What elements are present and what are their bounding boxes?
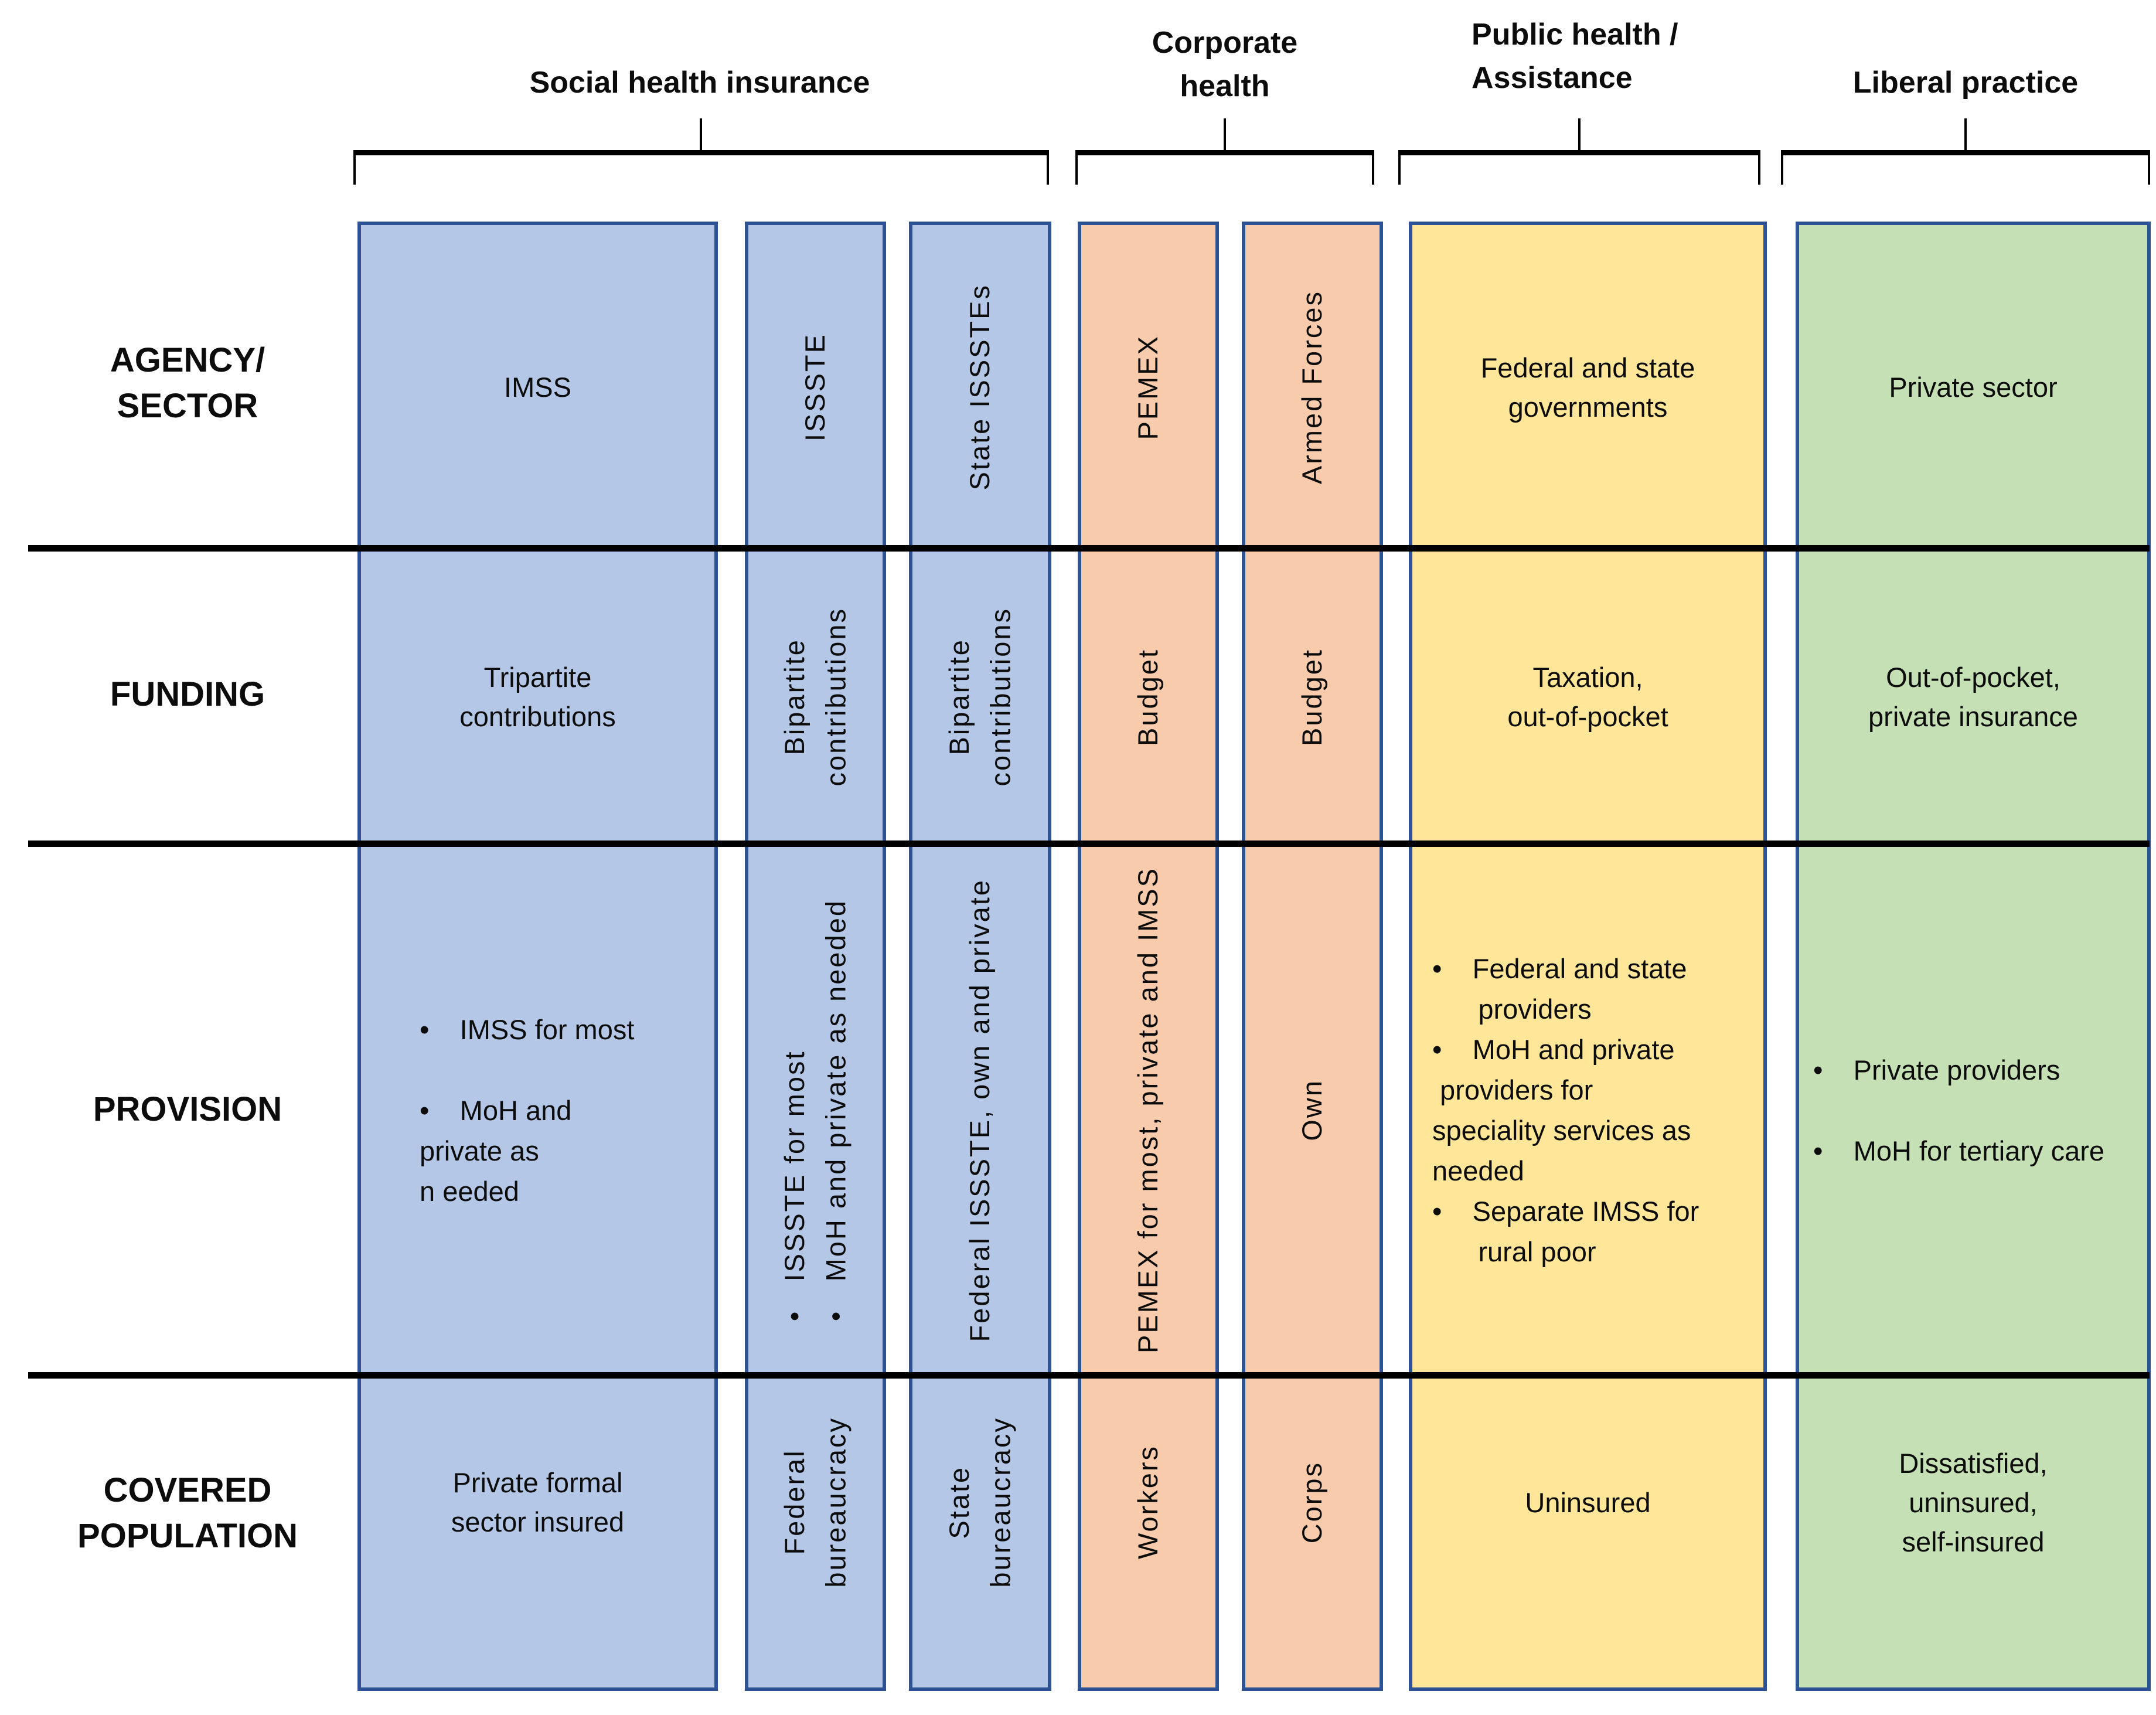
row-label-funding: FUNDING <box>110 675 265 713</box>
vertical-text: Armed Forces <box>1296 290 1328 485</box>
bracket-tick-right <box>1758 155 1760 185</box>
bracket-stem <box>700 118 702 150</box>
cell-imss-funding: Tripartite contributions <box>459 662 616 732</box>
bracket-bar <box>1781 150 2150 155</box>
cell-governments-funding: Taxation, out-of-pocket <box>1507 662 1668 732</box>
bracket-bar <box>1075 150 1374 155</box>
column-imss: IMSS Tripartite contributions • IMSS for… <box>357 222 718 1691</box>
cell-governments-agency: Federal and state governments <box>1480 352 1695 423</box>
bracket-tick-left <box>353 155 356 185</box>
bracket-stem <box>1578 118 1581 150</box>
cell-state-issstes-provision: Federal ISSSTE, own and private <box>912 845 1048 1376</box>
column-state-issstes: State ISSSTEs Bipartite contributions Fe… <box>909 222 1051 1691</box>
cell-pemex-provision: PEMEX for most, private and IMSS <box>1081 845 1215 1376</box>
cell-governments-provision: • Federal and state providers • MoH and … <box>1432 953 1699 1267</box>
row-separator-3 <box>28 1372 2150 1379</box>
vertical-text: State ISSSTEs <box>964 284 996 491</box>
bracket-tick-right <box>2148 155 2150 185</box>
cell-pemex-covered: Workers <box>1081 1376 1215 1687</box>
cell-private-sector-agency: Private sector <box>1889 372 2058 403</box>
bracket-bar <box>1398 150 1760 155</box>
vertical-text: Bipartite contributions <box>779 607 851 787</box>
row-label-provision: PROVISION <box>93 1090 282 1128</box>
bracket-tick-right <box>1047 155 1049 185</box>
group-header-social-health-insurance: Social health insurance <box>529 66 870 100</box>
cell-imss-covered: Private formal sector insured <box>451 1467 625 1537</box>
cell-armed-forces-funding: Budget <box>1245 549 1380 845</box>
vertical-text: Bipartite contributions <box>944 607 1016 787</box>
cell-private-sector-provision: • Private providers • MoH for tertiary c… <box>1813 1054 2105 1166</box>
cell-imss-provision: • IMSS for most • MoH and private as n e… <box>420 1013 635 1207</box>
cell-armed-forces-covered: Corps <box>1245 1376 1380 1687</box>
vertical-text: Corps <box>1296 1461 1328 1544</box>
vertical-text: ISSSTE <box>799 332 831 442</box>
cell-state-issstes-funding: Bipartite contributions <box>912 549 1048 845</box>
cell-issste-agency: ISSSTE <box>748 225 883 549</box>
group-header-corporate-health: Corporate health <box>1152 26 1298 103</box>
cell-governments-covered: Uninsured <box>1525 1486 1651 1518</box>
vertical-text: Workers <box>1132 1445 1164 1560</box>
cell-issste-provision: • ISSSTE for most • MoH and private as n… <box>748 845 883 1376</box>
row-label-covered-population: COVERED POPULATION <box>77 1471 298 1555</box>
bracket-tick-left <box>1781 155 1783 185</box>
row-separator-2 <box>28 841 2150 847</box>
cell-armed-forces-provision: Own <box>1245 845 1380 1376</box>
bracket-bar <box>353 150 1049 155</box>
vertical-text: PEMEX <box>1132 334 1164 440</box>
column-pemex: PEMEX Budget PEMEX for most, private and… <box>1078 222 1219 1691</box>
vertical-text: State bureaucracy <box>944 1417 1016 1588</box>
bracket-stem <box>1964 118 1967 150</box>
vertical-text: Budget <box>1132 648 1164 746</box>
bracket-stem <box>1224 118 1226 150</box>
cell-private-sector-covered: Dissatisfied, uninsured, self-insured <box>1899 1447 2048 1557</box>
cell-pemex-agency: PEMEX <box>1081 225 1215 549</box>
row-separator-1 <box>28 545 2150 552</box>
cell-armed-forces-agency: Armed Forces <box>1245 225 1380 549</box>
cell-pemex-funding: Budget <box>1081 549 1215 845</box>
cell-issste-covered: Federal bureaucracy <box>748 1376 883 1687</box>
vertical-text: • ISSSTE for most • MoH and private as n… <box>779 899 851 1322</box>
vertical-text: Federal bureaucracy <box>779 1417 851 1588</box>
cell-imss-agency: IMSS <box>504 372 571 403</box>
cell-state-issstes-agency: State ISSSTEs <box>912 225 1048 549</box>
bracket-tick-right <box>1372 155 1374 185</box>
vertical-text: PEMEX for most, private and IMSS <box>1132 867 1164 1353</box>
group-header-liberal-practice: Liberal practice <box>1852 66 2079 100</box>
column-issste: ISSSTE Bipartite contributions • ISSSTE … <box>745 222 886 1691</box>
column-armed-forces: Armed Forces Budget Own Corps <box>1242 222 1383 1691</box>
vertical-text: Own <box>1296 1079 1328 1141</box>
group-header-public-health-assistance: Public health / Assistance <box>1472 18 1678 95</box>
column-private-sector: Private sector Out-of-pocket, private in… <box>1796 222 2151 1691</box>
vertical-text: Budget <box>1296 648 1328 746</box>
cell-issste-funding: Bipartite contributions <box>748 549 883 845</box>
bracket-tick-left <box>1075 155 1078 185</box>
row-label-agency-sector: AGENCY/ SECTOR <box>110 341 265 425</box>
vertical-text: Federal ISSSTE, own and private <box>964 878 996 1342</box>
column-federal-state-governments: Federal and state governments Taxation, … <box>1409 222 1767 1691</box>
bracket-tick-left <box>1398 155 1401 185</box>
cell-state-issstes-covered: State bureaucracy <box>912 1376 1048 1687</box>
cell-private-sector-funding: Out-of-pocket, private insurance <box>1868 662 2078 732</box>
